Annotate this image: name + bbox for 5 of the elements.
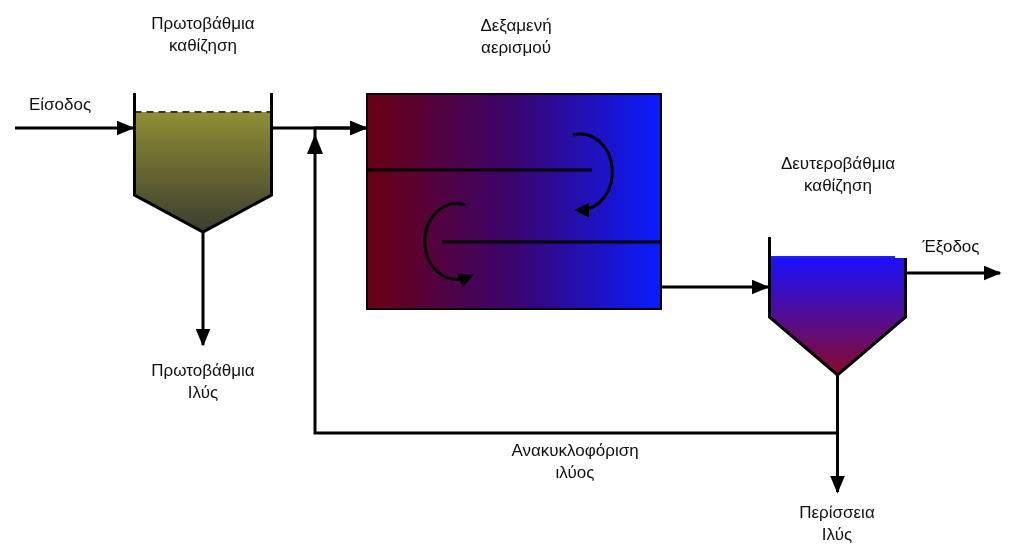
tank-heading: Δευτεροβάθμια καθίζηση bbox=[779, 153, 897, 197]
stream-label: Περίσσεια Ιλύς bbox=[798, 502, 876, 546]
tank-heading: Δεξαμενή αερισμού bbox=[479, 15, 553, 59]
tank-heading: Πρωτοβάθμια καθίζηση bbox=[150, 13, 256, 57]
stream-label: Πρωτοβάθμια Ιλύς bbox=[150, 360, 256, 404]
